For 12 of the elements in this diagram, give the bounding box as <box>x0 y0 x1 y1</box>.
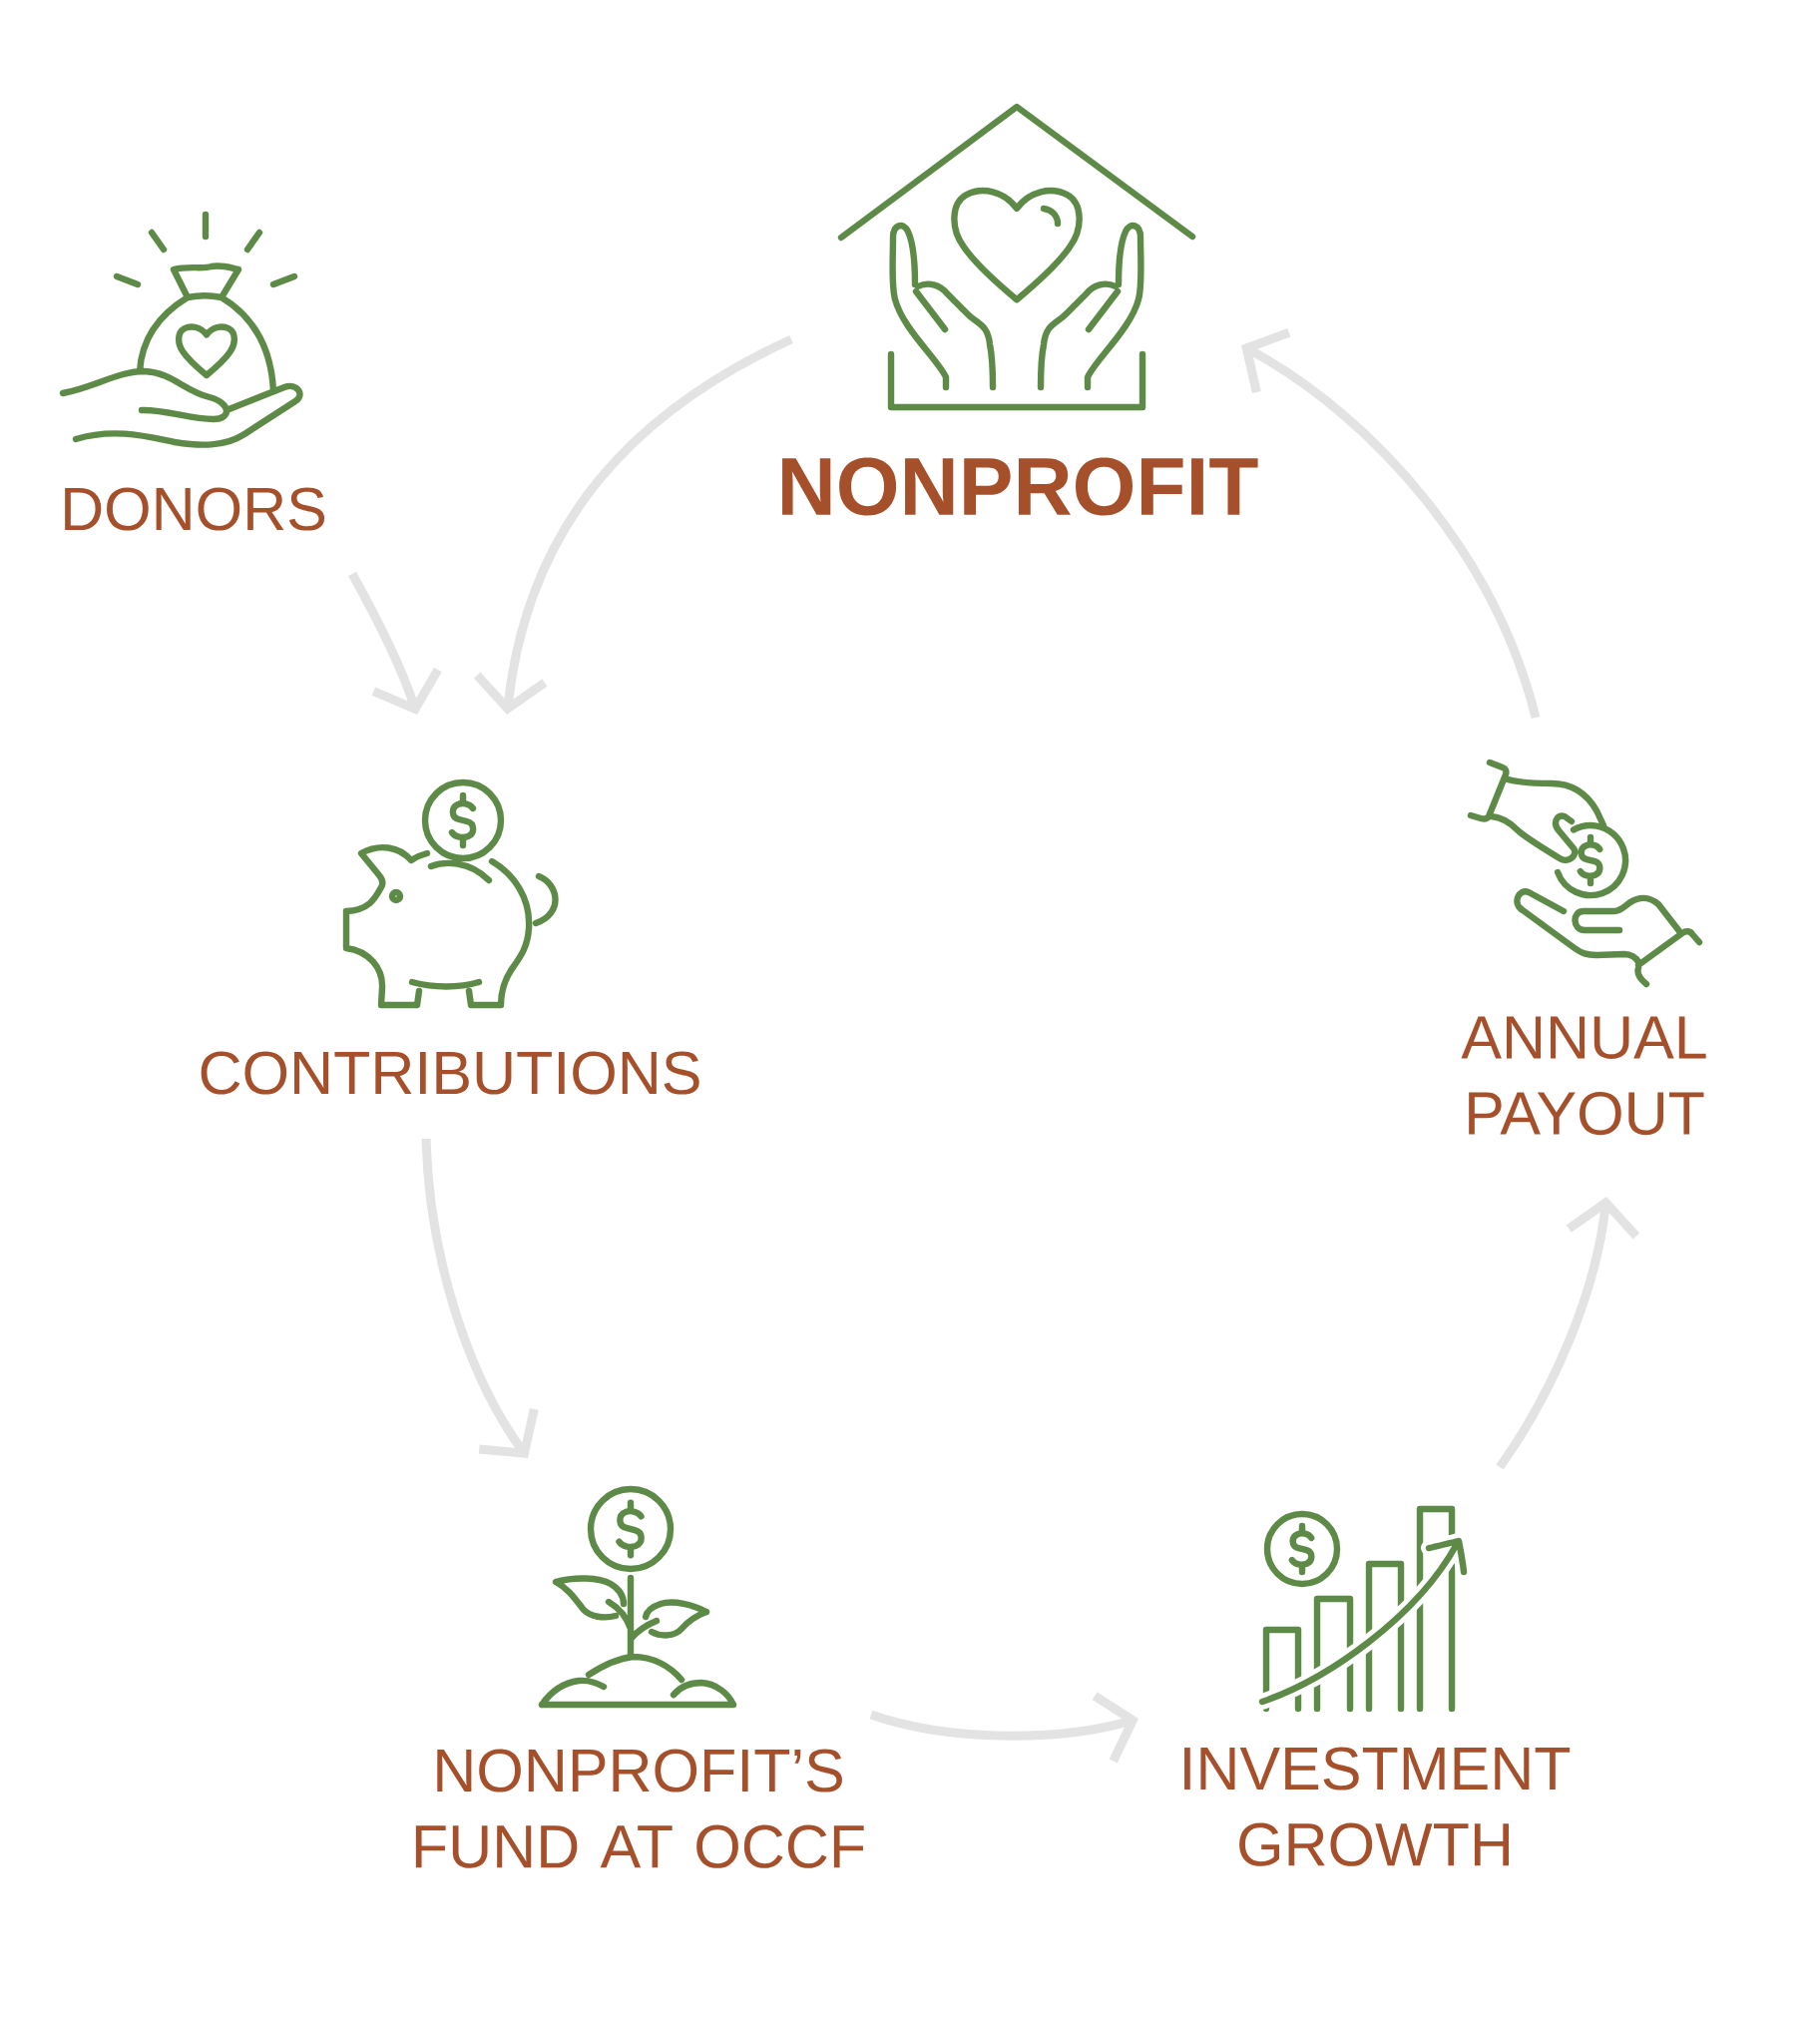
arrow <box>348 571 442 715</box>
step-label: ANNUAL PAYOUT <box>1461 1016 1706 1136</box>
arrow <box>1496 1197 1640 1470</box>
arrow <box>421 1138 539 1458</box>
arrow <box>869 1692 1138 1764</box>
arrow <box>473 334 793 715</box>
step-label: INVESTMENT GROWTH <box>1184 1747 1571 1866</box>
step-label: NONPROFIT’S FUND AT OCCF <box>415 1749 864 1868</box>
step-label: CONTRIBUTIONS <box>201 1051 699 1095</box>
step-label: DONORS <box>65 487 325 531</box>
step-label: NONPROFIT <box>782 457 1258 516</box>
arrow <box>1241 328 1541 720</box>
